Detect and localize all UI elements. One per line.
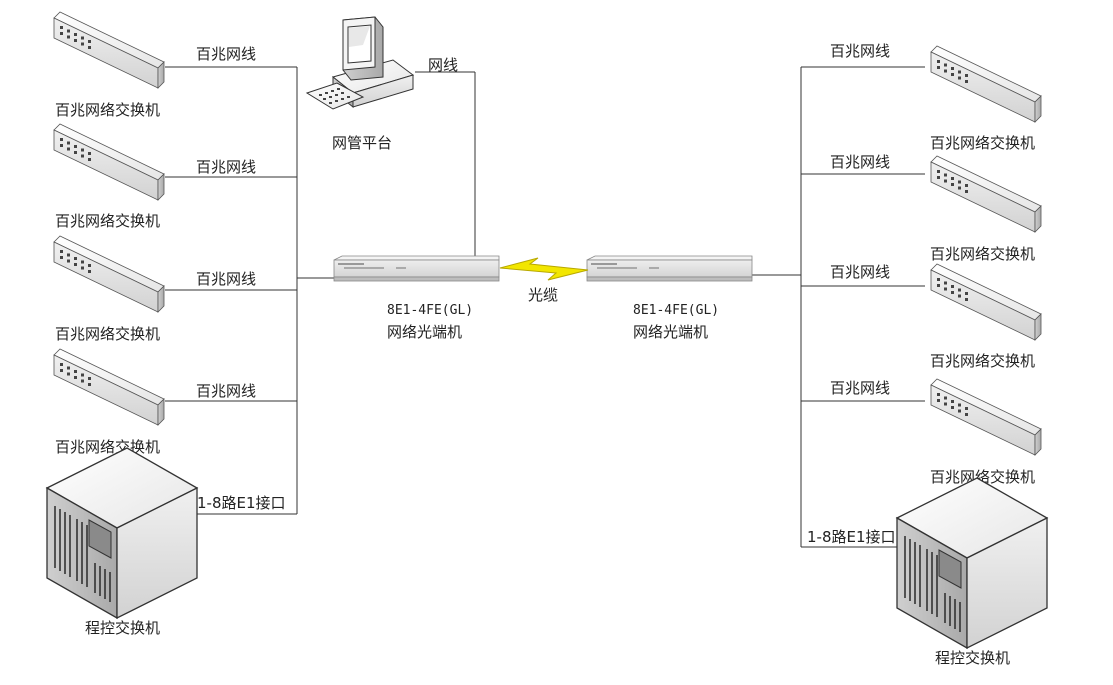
switch-icon (53, 348, 165, 426)
right-switch-2: 百兆网络交换机 (930, 155, 1042, 263)
switch-label: 百兆网络交换机 (930, 468, 1035, 486)
right-link-label-1: 百兆网线 (830, 42, 890, 60)
left-link-label-1: 百兆网线 (196, 45, 256, 63)
connection-lines (165, 66, 925, 548)
cable-label: 光缆 (528, 286, 558, 304)
right-link-label-3: 百兆网线 (830, 263, 890, 281)
optical-model: 8E1-4FE(GL) (387, 303, 473, 318)
switch-label: 百兆网络交换机 (55, 438, 160, 456)
left-link-label-4: 百兆网线 (196, 382, 256, 400)
right-link-label-4: 百兆网线 (830, 379, 890, 397)
right-pbx: 程控交换机 (896, 477, 1048, 667)
optical-transceiver-icon (333, 255, 500, 282)
right-switch-3: 百兆网络交换机 (930, 263, 1042, 370)
switch-label: 百兆网络交换机 (55, 212, 160, 230)
switch-label: 百兆网络交换机 (930, 245, 1035, 263)
right-switch-1: 百兆网络交换机 (930, 45, 1042, 152)
switch-label: 百兆网络交换机 (930, 134, 1035, 152)
left-pbx: 程控交换机 (46, 447, 198, 637)
switch-label: 百兆网络交换机 (930, 352, 1035, 370)
optical-name: 网络光端机 (633, 323, 708, 341)
optical-model: 8E1-4FE(GL) (633, 303, 719, 318)
switch-label: 百兆网络交换机 (55, 101, 160, 119)
switch-icon (53, 123, 165, 201)
switch-icon (930, 378, 1042, 456)
fiber-cable: 光缆 (499, 257, 589, 304)
left-switch-4: 百兆网络交换机 (53, 348, 165, 456)
pbx-label: 程控交换机 (935, 649, 1010, 667)
server-tower-icon (46, 447, 198, 619)
nms-label: 网管平台 (332, 134, 392, 152)
left-switch-2: 百兆网络交换机 (53, 123, 165, 230)
right-pbx-link-label: 1-8路E1接口 (807, 528, 896, 546)
right-optical-transceiver: 8E1-4FE(GL) 网络光端机 (586, 255, 753, 341)
left-optical-transceiver: 8E1-4FE(GL) 网络光端机 (333, 255, 500, 341)
computer-icon (306, 16, 414, 110)
right-switch-4: 百兆网络交换机 (930, 378, 1042, 486)
switch-label: 百兆网络交换机 (55, 325, 160, 343)
switch-icon (930, 45, 1042, 123)
switch-icon (53, 235, 165, 313)
nms-computer: 网管平台 (306, 16, 414, 152)
lightning-bolt-icon (499, 257, 589, 281)
left-switch-1: 百兆网络交换机 (53, 11, 165, 119)
pbx-label: 程控交换机 (85, 619, 160, 637)
nms-link-label: 网线 (428, 56, 458, 74)
left-link-label-3: 百兆网线 (196, 270, 256, 288)
left-link-label-2: 百兆网线 (196, 158, 256, 176)
switch-icon (53, 11, 165, 89)
left-switch-3: 百兆网络交换机 (53, 235, 165, 343)
switch-icon (930, 263, 1042, 341)
left-pbx-link-label: 1-8路E1接口 (197, 494, 286, 512)
optical-name: 网络光端机 (387, 323, 462, 341)
server-tower-icon (896, 477, 1048, 649)
switch-icon (930, 155, 1042, 233)
optical-transceiver-icon (586, 255, 753, 282)
right-link-label-2: 百兆网线 (830, 153, 890, 171)
